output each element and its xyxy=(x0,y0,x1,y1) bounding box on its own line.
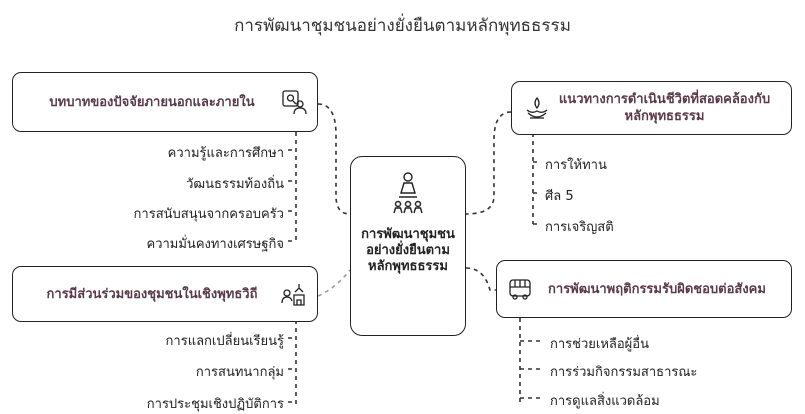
branch-top-left: บทบาทของปัจจัยภายนอกและภายใน xyxy=(12,72,318,132)
link-top-right xyxy=(465,111,512,215)
link-bottom-right xyxy=(465,267,496,291)
list-item: ความรู้และการศึกษา xyxy=(167,146,284,161)
list-item: ศีล 5 xyxy=(545,189,574,204)
branch-bottom-left: การมีส่วนร่วมของชุมชนในเชิงพุทธวิถี xyxy=(12,266,318,322)
branch-bottom-right: การพัฒนาพฤติกรรมรับผิดชอบต่อสังคม xyxy=(496,260,792,318)
list-item: การแลกเปลี่ยนเรียนรู้ xyxy=(165,334,284,349)
center-node: การพัฒนาชุมชนอย่างยั่งยืนตามหลักพุทธธรรม xyxy=(350,156,466,336)
people-icon xyxy=(393,172,423,214)
branch-title: บทบาทของปัจจัยภายนอกและภายใน xyxy=(49,94,255,110)
list-item: การเจริญสติ xyxy=(545,220,614,235)
list-item: วัฒนธรรมท้องถิ่น xyxy=(186,177,284,192)
search-person-icon xyxy=(282,90,307,115)
list-item: การช่วยเหลือผู้อื่น xyxy=(550,337,649,352)
list-item: การดูแลสิ่งแวดล้อม xyxy=(550,394,660,409)
branch-top-right: แนวทางการดำเนินชีวิตที่สอดคล้องกับหลักพุ… xyxy=(511,81,792,135)
list-item: การร่วมกิจกรรมสาธารณะ xyxy=(550,365,698,380)
list-item: ความมั่นคงทางเศรษฐกิจ xyxy=(146,237,285,252)
bus-icon xyxy=(509,279,531,300)
list-item: การประชุมเชิงปฏิบัติการ xyxy=(146,397,284,412)
branch-title: การพัฒนาพฤติกรรมรับผิดชอบต่อสังคม xyxy=(548,281,766,297)
branch-title: การมีส่วนร่วมของชุมชนในเชิงพุทธวิถี xyxy=(46,286,258,302)
list-item: การสนทนากลุ่ม xyxy=(195,365,284,380)
community-temple-icon xyxy=(281,284,305,306)
branch-title: แนวทางการดำเนินชีวิตที่สอดคล้องกับหลักพุ… xyxy=(558,92,771,124)
center-label: การพัฒนาชุมชนอย่างยั่งยืนตามหลักพุทธธรรม xyxy=(361,227,455,274)
lotus-icon xyxy=(526,96,548,119)
link-bottom-left xyxy=(317,269,351,297)
diagram-title: การพัฒนาชุมชนอย่างยั่งยืนตามหลักพุทธธรรม xyxy=(234,16,571,36)
list-item: การสนับสนุนจากครอบครัว xyxy=(133,207,284,222)
link-top-left xyxy=(317,103,351,215)
list-item: การให้ทาน xyxy=(545,158,607,173)
